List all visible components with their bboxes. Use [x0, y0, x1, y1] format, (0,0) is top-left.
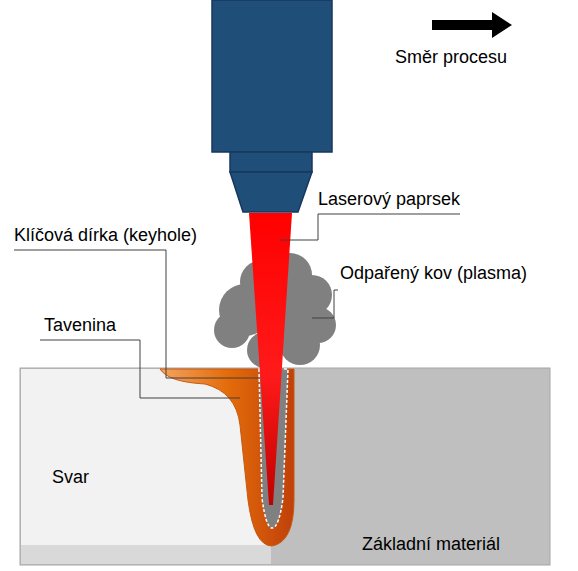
weld-root: [21, 545, 271, 564]
leader-line: [280, 214, 460, 240]
melt-label: Tavenina: [44, 316, 116, 336]
leader-line: [40, 340, 240, 398]
laser-beam: [249, 213, 292, 505]
laser-head: [212, 0, 332, 152]
direction-arrow: [432, 12, 512, 38]
laser-head-neck: [230, 152, 312, 172]
weld-label: Svar: [52, 468, 89, 488]
direction-label: Směr procesu: [395, 48, 507, 68]
keyhole-label: Klíčová dírka (keyhole): [14, 226, 197, 246]
beam-label: Laserový paprsek: [318, 190, 460, 210]
plasma-label: Odpařený kov (plasma): [340, 264, 527, 284]
base-material: [20, 368, 550, 565]
leader-line: [312, 290, 338, 318]
base-material-label: Základní materiál: [362, 535, 500, 555]
leader-line: [14, 250, 258, 378]
laser-nozzle: [230, 172, 312, 212]
